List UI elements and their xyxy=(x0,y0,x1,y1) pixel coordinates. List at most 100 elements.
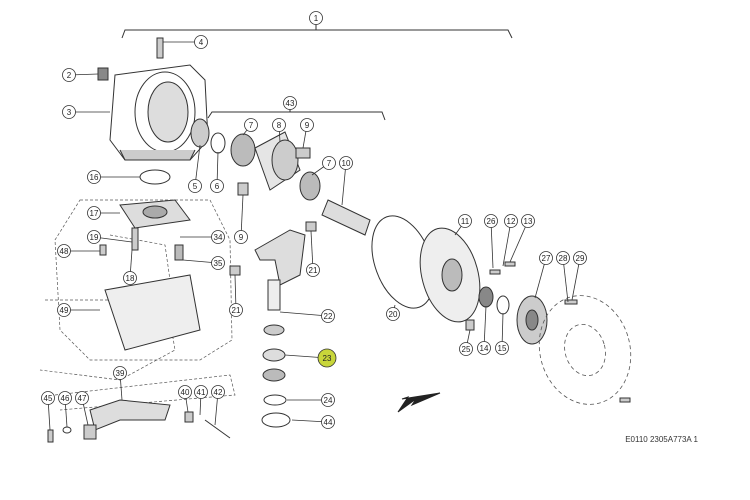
callout-circle xyxy=(188,179,202,193)
callout-7: 7 xyxy=(322,156,336,170)
callout-circle xyxy=(87,230,101,244)
callout-circle xyxy=(210,179,224,193)
callout-circle xyxy=(495,341,509,355)
callout-number: 10 xyxy=(342,159,351,168)
leader-line-28 xyxy=(562,257,569,303)
callout-circle xyxy=(309,11,323,25)
leader-line-14 xyxy=(483,305,487,349)
callout-number: 45 xyxy=(44,394,53,403)
callout-circle xyxy=(521,214,535,228)
callout-circle xyxy=(386,307,400,321)
callout-circle xyxy=(113,366,127,380)
callout-number: 43 xyxy=(286,99,295,108)
yoke-and-shaft xyxy=(229,221,317,428)
callout-number: 20 xyxy=(389,310,398,319)
leader-line-29 xyxy=(571,257,581,301)
callout-15: 15 xyxy=(495,341,509,355)
callout-number: 14 xyxy=(480,344,489,353)
leader-line-12 xyxy=(502,220,512,267)
callout-number: 44 xyxy=(324,418,333,427)
callout-circle xyxy=(244,118,258,132)
callout-number: 29 xyxy=(576,254,585,263)
callout-26: 26 xyxy=(484,214,498,228)
callout-circle xyxy=(321,415,335,429)
callout-number: 21 xyxy=(232,306,241,315)
callout-number: 27 xyxy=(542,254,551,263)
callout-14: 14 xyxy=(477,341,491,355)
callout-circle xyxy=(58,391,72,405)
callout-2: 2 xyxy=(62,68,76,82)
callout-number: 9 xyxy=(239,233,244,242)
gearbox-housing xyxy=(97,37,209,161)
callout-circle xyxy=(62,68,76,82)
callout-circle xyxy=(194,35,208,49)
callout-circle xyxy=(211,230,225,244)
callout-number: 40 xyxy=(181,388,190,397)
callout-circle xyxy=(229,303,243,317)
callout-circle xyxy=(123,271,137,285)
callout-6: 6 xyxy=(210,179,224,193)
callout-number: 48 xyxy=(60,247,69,256)
callout-3: 3 xyxy=(62,105,76,119)
small-parts-right xyxy=(465,261,631,403)
callout-number: 25 xyxy=(462,345,471,354)
callout-circle xyxy=(211,385,225,399)
callout-number: 17 xyxy=(90,209,99,218)
callout-number: 1 xyxy=(314,14,319,23)
callout-number: 2 xyxy=(67,71,72,80)
leader-line-9 xyxy=(240,194,244,238)
callout-circle xyxy=(87,170,101,184)
callout-number: 5 xyxy=(193,182,198,191)
callout-35: 35 xyxy=(211,256,225,270)
callout-number: 4 xyxy=(199,38,204,47)
callout-number: 7 xyxy=(327,159,332,168)
callout-11: 11 xyxy=(458,214,472,228)
callout-number: 22 xyxy=(324,312,333,321)
callout-22: 22 xyxy=(321,309,335,323)
callout-20: 20 xyxy=(386,307,400,321)
callout-number: 39 xyxy=(116,369,125,378)
callout-13: 13 xyxy=(521,214,535,228)
callout-5: 5 xyxy=(188,179,202,193)
callout-number: 11 xyxy=(461,217,470,226)
callout-28: 28 xyxy=(556,251,570,265)
callout-9: 9 xyxy=(234,230,248,244)
direction-arrow xyxy=(397,392,441,413)
callout-19: 19 xyxy=(87,230,101,244)
callout-number: 49 xyxy=(60,306,69,315)
hub-27 xyxy=(516,295,548,345)
callout-23: 23 xyxy=(317,348,337,368)
callout-9: 9 xyxy=(300,118,314,132)
callout-circle xyxy=(339,156,353,170)
callout-18: 18 xyxy=(123,271,137,285)
leader-line-26 xyxy=(490,220,494,269)
callout-8: 8 xyxy=(272,118,286,132)
callout-24: 24 xyxy=(321,393,335,407)
callout-21: 21 xyxy=(229,303,243,317)
callout-circle xyxy=(539,251,553,265)
callout-number: 19 xyxy=(90,233,99,242)
callout-circle xyxy=(87,206,101,220)
callout-number: 41 xyxy=(197,388,206,397)
callout-circle xyxy=(62,105,76,119)
callout-number: 35 xyxy=(214,259,223,268)
callout-circle xyxy=(57,303,71,317)
callout-circle xyxy=(306,263,320,277)
callout-circle xyxy=(194,385,208,399)
callout-number: 13 xyxy=(524,217,533,226)
callout-circle xyxy=(234,230,248,244)
callout-circle xyxy=(211,256,225,270)
callout-47: 47 xyxy=(75,391,89,405)
callout-7: 7 xyxy=(244,118,258,132)
callout-number: 28 xyxy=(559,254,568,263)
callout-17: 17 xyxy=(87,206,101,220)
callout-16: 16 xyxy=(87,170,101,184)
callout-48: 48 xyxy=(57,244,71,258)
callout-27: 27 xyxy=(539,251,553,265)
callout-42: 42 xyxy=(211,385,225,399)
callout-44: 44 xyxy=(321,415,335,429)
callout-34: 34 xyxy=(211,230,225,244)
callout-number: 34 xyxy=(214,233,223,242)
callout-number: 46 xyxy=(61,394,70,403)
callout-21: 21 xyxy=(306,263,320,277)
